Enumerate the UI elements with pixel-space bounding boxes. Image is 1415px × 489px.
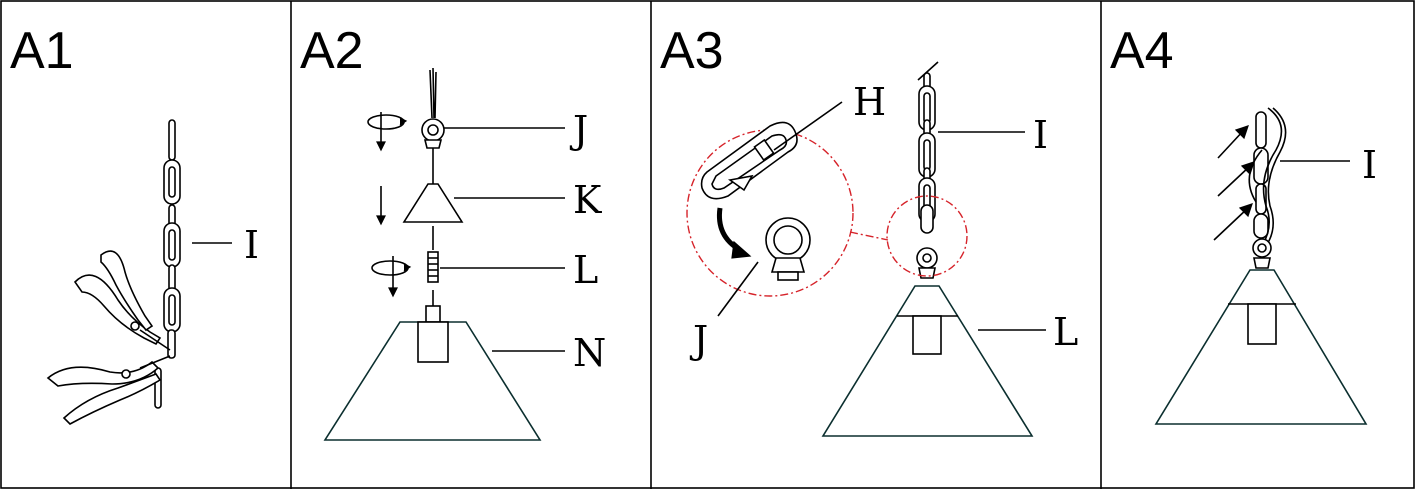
threaded-nipple [427,251,439,283]
lamp-shade [1154,269,1368,425]
callout-j: J [569,108,588,152]
chain-i [154,119,181,409]
callout-n: N [573,331,606,375]
eye-bolt [1252,238,1272,269]
callout-i: I [1033,113,1048,157]
callout-l: L [573,248,598,292]
panel-title-a3: A3 [660,22,724,80]
callout-l: L [1053,310,1078,354]
canopy [402,183,464,223]
chain-i [1248,107,1287,247]
pliers-icon [46,250,171,425]
callout-k: K [573,178,602,222]
up-right-arrow-icon [1213,125,1255,241]
panel-title-a4: A4 [1110,22,1174,80]
callout-i: I [244,223,259,267]
rotate-arrow-icon [367,112,408,152]
panel-a2: A2 [300,22,606,441]
eye-bolt [421,118,445,149]
lamp-shade [323,305,542,441]
chain-i [917,61,939,234]
panel-a4: A4 [1110,22,1377,425]
eye-bolt-detail [765,217,811,281]
quick-link [700,121,798,200]
leader-h [773,101,843,151]
down-arrow-icon [376,186,386,226]
rotate-arrow-icon-2 [371,256,412,298]
detail-connector [849,231,889,241]
panel-title-a2: A2 [300,22,364,80]
lamp-shade [821,285,1034,437]
callout-h: H [853,80,886,124]
detail-circle-small [886,195,968,277]
panel-title-a1: A1 [10,22,74,80]
leader-j [717,261,759,317]
panel-a1: A1 I [10,22,259,425]
eye-bolt [916,247,938,279]
callout-i: I [1362,143,1377,187]
panel-a3: A3 [660,22,1078,437]
curved-arrow-icon [716,207,752,259]
callout-j: J [689,318,708,362]
wire [429,67,437,308]
